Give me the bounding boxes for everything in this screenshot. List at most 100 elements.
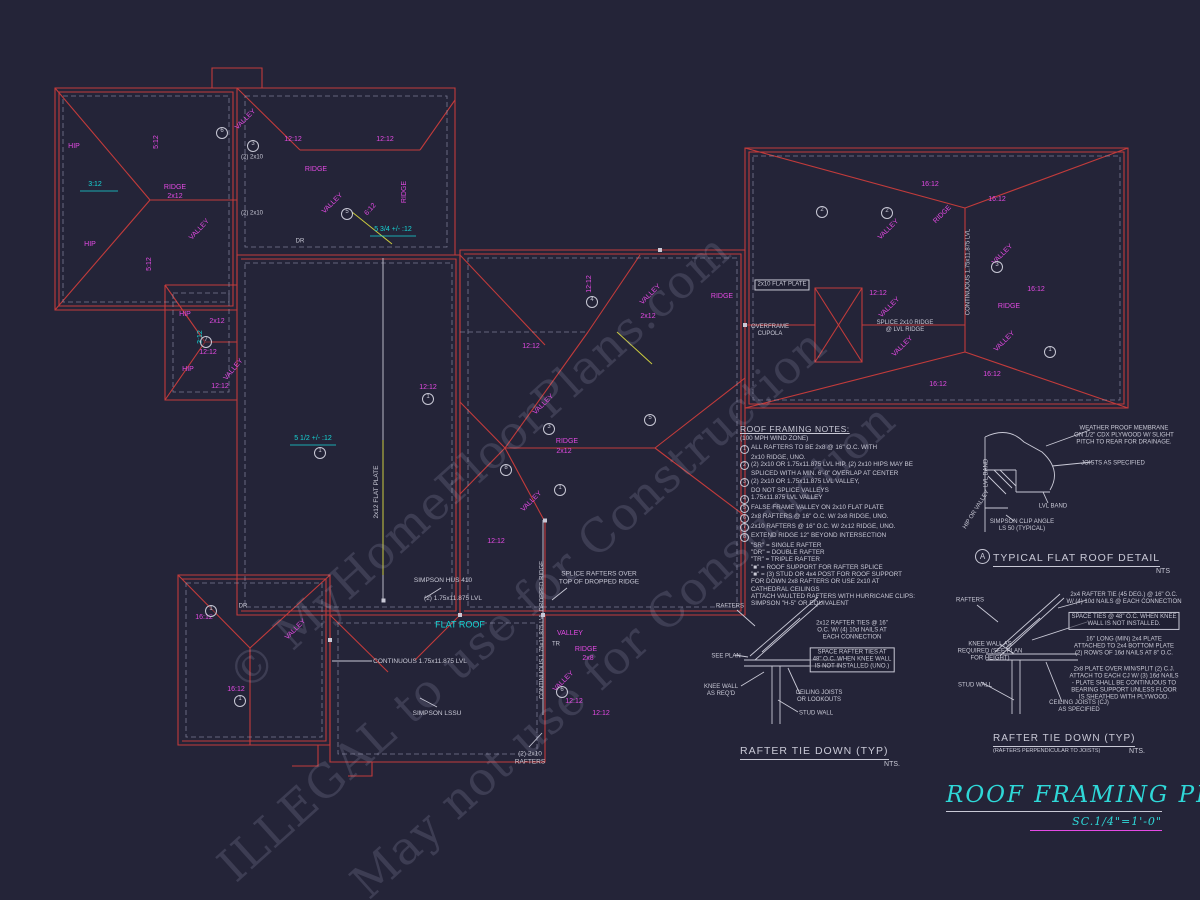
tie-down-1-sketch [744, 596, 842, 724]
note-line: FOR DOWN 2x8 RAFTERS OR USE 2x10 AT [740, 578, 922, 585]
keynote-number: 3 [247, 140, 259, 152]
plan-label: 12:12 [487, 537, 505, 545]
plan-label: SIMPSON HUS 410 [413, 577, 473, 585]
plan-label: KNEE WALL AS REQ'D [703, 683, 739, 697]
plan-label: CONTINUOUS 1.75x11.875 LVL DROPPED RIDGE [539, 560, 546, 700]
note-line: ATTACH VAULTED RAFTERS WITH HURRICANE CL… [740, 593, 922, 600]
plan-label: WEATHER PROOF MEMBRANE ON 1/2" CDX PLYWO… [1074, 425, 1174, 446]
plan-label: 2x12 [167, 192, 183, 200]
keynote-number: 2 [881, 207, 893, 219]
plan-label: 5:12 [145, 257, 153, 271]
slope-leaders-cyan [80, 190, 416, 446]
plan-label: 2x12 RAFTER TIES @ 16" O.C. W/ (4) 10d N… [816, 620, 888, 641]
keynote-number: 7 [200, 336, 212, 348]
note-text: SIMPSON "H-5" OR EQUIVALENT [751, 600, 849, 608]
framing-lines [332, 258, 1093, 748]
detail-nts: NTS. [884, 761, 900, 768]
plan-label: RIDGE [997, 302, 1021, 310]
plan-label: OVERFRAME CUPOLA [750, 323, 790, 337]
plan-label: SPACE TIES @ 48" O.C. WHEN KNEE WALL IS … [1068, 611, 1180, 631]
note-number: 7 [740, 523, 749, 533]
detail-nts: NTS. [1129, 748, 1145, 755]
plan-label: FLAT ROOF [435, 619, 485, 630]
keynote-number: 6 [216, 127, 228, 139]
note-number: 6 [740, 513, 749, 523]
note-line: 2x10 RIDGE, UNO. [740, 454, 922, 461]
plan-label: DR [238, 603, 248, 610]
sheet-title: ROOF FRAMING PLAN [946, 782, 1200, 812]
note-line: "TR" = TRIPLE RAFTER [740, 556, 922, 563]
note-text: EXTEND RIDGE 12" BEYOND INTERSECTION [751, 532, 887, 540]
keynote-number: 6 [556, 686, 568, 698]
note-line: "■" = (3) STUD OR 4x4 POST FOR ROOF SUPP… [740, 571, 922, 578]
plan-label: RIDGE [574, 645, 598, 653]
note-line: "SR" = SINGLE RAFTER [740, 542, 922, 549]
plan-label: 16:12 [227, 685, 245, 693]
plan-label: 2x12 [556, 447, 572, 455]
rafter-tie-down-2-title: RAFTER TIE DOWN (TYP) (RAFTERS PERPENDIC… [993, 728, 1145, 755]
keynote-number: 3 [991, 261, 1003, 273]
plan-label: 12:12 [565, 697, 583, 705]
plan-label: HIP [179, 310, 191, 318]
detail-marker-a: A [975, 549, 990, 565]
note-text: ALL RAFTERS TO BE 2x8 @ 16" O.C. WITH [751, 444, 878, 451]
plan-label: SPLICE 2x10 RIDGE @ LVL RIDGE [876, 319, 934, 333]
roof-outlines [54, 67, 1129, 777]
note-line: SPLICED WITH A MIN. 6'-0" OVERLAP AT CEN… [740, 470, 922, 477]
note-text: "■" = ROOF SUPPORT FOR RAFTER SPLICE [751, 563, 883, 571]
note-line: CATHEDRAL CEILINGS [740, 586, 922, 593]
plan-label: 2x8 [582, 654, 594, 662]
cupola-outline [814, 287, 863, 363]
plan-label: 12:12 [585, 275, 593, 293]
plan-label: RIDGE [555, 437, 579, 445]
plan-label: 2x12 FLAT PLATE [373, 465, 381, 519]
plan-label: 12:12 [211, 382, 229, 390]
note-line: 2(2) 2x10 OR 1.75x11.875 LVL HIP. (2) 2x… [740, 461, 922, 471]
highlight-lines-yellow [351, 211, 653, 575]
note-text: "■" = (3) STUD OR 4x4 POST FOR ROOF SUPP… [751, 571, 902, 579]
plan-label: (2) 1.75x11.875 LVL [424, 595, 482, 603]
plan-label: STUD WALL [798, 710, 834, 717]
keynote-number: 4 [586, 296, 598, 308]
note-line: "■" = ROOF SUPPORT FOR RAFTER SPLICE [740, 564, 922, 571]
plan-label: RAFTERS [715, 603, 745, 610]
keynote-number: 1 [554, 484, 566, 496]
keynote-number: 3 [543, 423, 555, 435]
plan-label: 12:12 [376, 135, 394, 143]
flat-roof-detail-sketch [984, 432, 1055, 532]
note-number: 5 [740, 504, 749, 514]
plan-label: CEILING JOISTS (CJ) AS SPECIFIED [1049, 699, 1109, 713]
plan-label: LVL BAND [983, 458, 990, 488]
note-text: ATTACH VAULTED RAFTERS WITH HURRICANE CL… [751, 592, 915, 600]
plan-label: 16:12 [195, 613, 213, 621]
keynote-number: 1 [234, 695, 246, 707]
plan-label: SPLICE RAFTERS OVER TOP OF DROPPED RIDGE [558, 570, 640, 585]
sheet-scale: SC.1/4"=1'-0" [1072, 815, 1162, 828]
sheet-title-block: ROOF FRAMING PLAN SC.1/4"=1'-0" [946, 782, 1200, 831]
roof-framing-notes: ROOF FRAMING NOTES: (100 MPH WIND ZONE) … [740, 424, 922, 608]
plan-label: (2) 2x10 [240, 210, 264, 217]
note-text: "DR" = DOUBLE RAFTER [751, 549, 825, 557]
keynote-number: 1 [205, 605, 217, 617]
notes-subtitle: (100 MPH WIND ZONE) [740, 435, 809, 442]
note-text: DO NOT SPLICE VALLEYS [751, 487, 829, 495]
plan-label: (2) 2x10 RAFTERS [514, 750, 546, 765]
plan-label: HIP [68, 142, 80, 150]
plan-label: 2x12 [209, 317, 225, 325]
plan-label: TR [552, 641, 560, 648]
keynote-number: 5 [644, 414, 656, 426]
rafter-tie-down-1-title: RAFTER TIE DOWN (TYP) NTS. [740, 741, 900, 768]
keynote-number: 2 [816, 206, 828, 218]
plan-label: RIDGE [400, 180, 408, 204]
note-number: 3 [740, 478, 749, 488]
plan-label: HIP [84, 240, 96, 248]
note-text: FALSE FRAME VALLEY ON 2x10 FLAT PLATE [751, 503, 884, 511]
note-text: "TR" = TRIPLE RAFTER [751, 556, 820, 564]
note-number: 8 [740, 532, 749, 542]
note-number: 2 [740, 461, 749, 471]
